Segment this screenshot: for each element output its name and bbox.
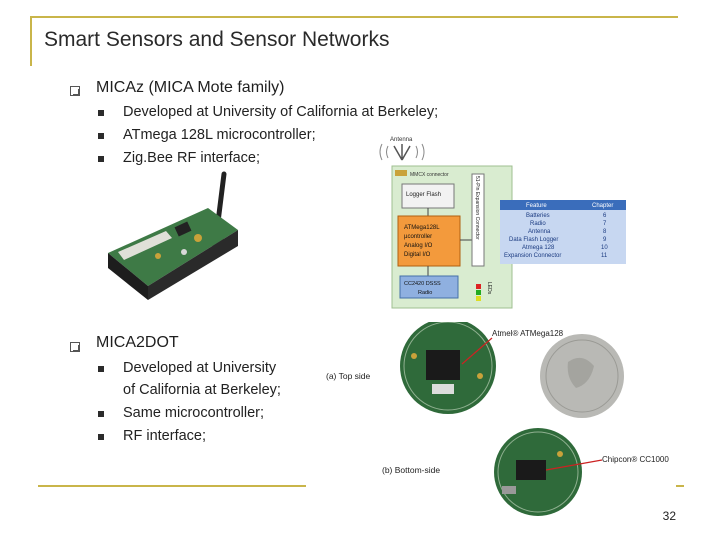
led-icon bbox=[476, 290, 481, 295]
mcu-line: ATMega128L bbox=[404, 225, 440, 231]
mcu-line: Analog I/O bbox=[404, 243, 433, 249]
title-frame-top-rule bbox=[30, 16, 678, 18]
bullet-text-continuation: of California at Berkeley; bbox=[123, 382, 281, 398]
table-cell: 7 bbox=[603, 221, 607, 227]
hollow-square-bullet-icon bbox=[70, 86, 80, 96]
slide-title: Smart Sensors and Sensor Networks bbox=[44, 28, 390, 51]
expansion-label: 51-Pin Expansion Connector bbox=[474, 176, 480, 240]
table-cell: 10 bbox=[601, 245, 608, 251]
micaz-block-diagram: Antenna MMCX connector Logger Flash ATMe… bbox=[379, 137, 626, 309]
radio-line: Radio bbox=[418, 290, 432, 296]
radio-line: CC2420 DSSS bbox=[404, 281, 441, 287]
table-cell: Batteries bbox=[526, 213, 550, 219]
title-frame-left-rule bbox=[30, 16, 32, 66]
logger-label: Logger Flash bbox=[406, 192, 441, 198]
table-cell: Expansion Connector bbox=[504, 253, 561, 259]
square-bullet-icon bbox=[98, 411, 104, 417]
bullet-text: Developed at University bbox=[123, 360, 277, 376]
bullet-text: ATmega 128L microcontroller; bbox=[123, 127, 316, 143]
section-heading-mica2dot: MICA2DOT bbox=[96, 334, 179, 351]
led-icon bbox=[476, 296, 481, 301]
square-bullet-icon bbox=[98, 133, 104, 139]
leds-label: LEDs bbox=[486, 282, 492, 295]
mcu-line: Digital I/O bbox=[404, 252, 431, 258]
mcu-box bbox=[397, 215, 461, 267]
mcu-line: µcontroller bbox=[404, 234, 432, 240]
table-cell: 6 bbox=[603, 213, 607, 219]
table-cell: Atmega 128 bbox=[522, 245, 555, 251]
hollow-square-bullet-icon bbox=[70, 342, 80, 352]
led-icon bbox=[476, 284, 481, 289]
chip-top-label: Atmel® ATMega128 bbox=[492, 329, 564, 338]
expansion-connector-box bbox=[471, 173, 485, 267]
antenna-label: Antenna bbox=[390, 137, 413, 143]
table-header: Feature bbox=[526, 203, 547, 209]
bullet-text: Same microcontroller; bbox=[123, 405, 265, 421]
footer-rule bbox=[38, 485, 306, 487]
table-cell: Radio bbox=[530, 221, 546, 227]
antenna-icon bbox=[379, 143, 425, 161]
mmcx-label: MMCX connector bbox=[410, 172, 449, 178]
table-cell: 8 bbox=[603, 229, 607, 235]
mica2dot-photo: (a) Top side Atmel® ATMega128 (b) Bottom… bbox=[326, 322, 669, 516]
logger-flash-box bbox=[401, 183, 455, 209]
table-cell: Data Flash Logger bbox=[509, 237, 558, 243]
table-cell: 11 bbox=[601, 253, 608, 259]
bullet-text: RF interface; bbox=[123, 428, 206, 444]
table-cell: Antenna bbox=[528, 229, 551, 235]
square-bullet-icon bbox=[98, 156, 104, 162]
section-heading-micaz: MICAz (MICA Mote family) bbox=[96, 79, 285, 96]
page-number: 32 bbox=[662, 509, 676, 523]
chip-bottom-label: Chipcon® CC1000 bbox=[602, 455, 669, 464]
mmcx-connector-icon bbox=[395, 170, 407, 176]
micaz-mote-photo bbox=[108, 171, 238, 300]
feature-chapter-table: Feature Chapter Batteries 6 Radio 7 Ante… bbox=[500, 200, 626, 264]
table-header: Chapter bbox=[592, 203, 613, 209]
square-bullet-icon bbox=[98, 434, 104, 440]
square-bullet-icon bbox=[98, 366, 104, 372]
bullet-text: Developed at University of California at… bbox=[123, 104, 439, 120]
bottom-side-label: (b) Bottom-side bbox=[382, 465, 440, 475]
footer-rule-end bbox=[676, 485, 684, 487]
square-bullet-icon bbox=[98, 110, 104, 116]
table-cell: 9 bbox=[603, 237, 607, 243]
radio-box bbox=[399, 275, 459, 299]
bullet-text: Zig.Bee RF interface; bbox=[123, 150, 260, 166]
top-side-label: (a) Top side bbox=[326, 371, 371, 381]
